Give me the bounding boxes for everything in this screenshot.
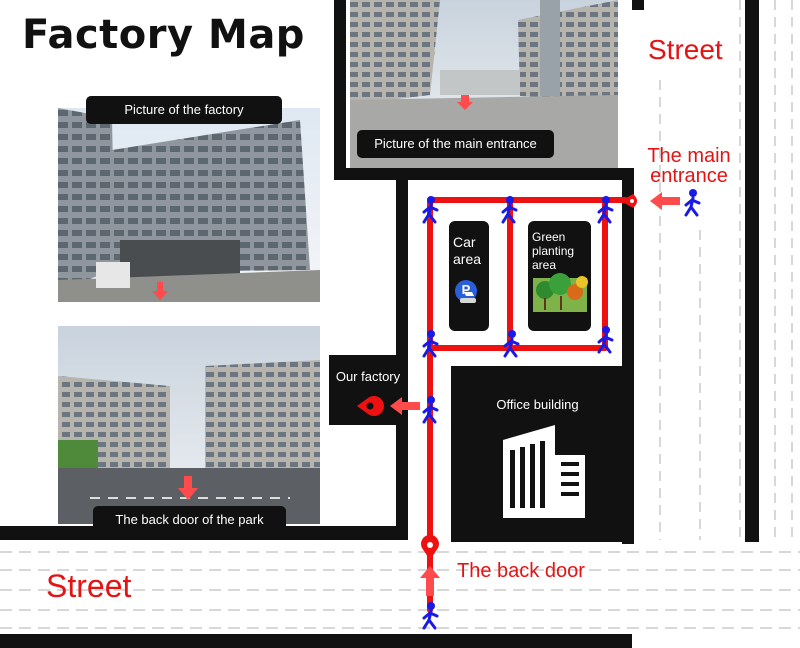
car-area-block [449,221,489,331]
car-area-label: Car area [453,234,482,267]
road-outlines [0,0,759,648]
entrance-photo-caption: Picture of the main entrance [357,130,554,158]
trees-icon [533,273,588,312]
street-label-top: Street [648,34,723,65]
our-factory-block [329,355,407,425]
back-door-label: The back door [457,560,585,582]
map-title: Factory Map [22,12,305,58]
back-door-photo-caption: The back door of the park [93,506,286,534]
office-building-label: Office building [496,397,579,412]
street-label-bottom: Street [46,568,132,604]
location-pin-icon [621,194,637,208]
direction-arrow-icon [390,192,680,596]
main-entrance-label: The main entrance [647,145,731,187]
our-factory-label: Our factory [335,369,401,384]
office-building-icon [503,425,585,518]
car-icon [455,280,477,303]
parking-sign: P [461,282,471,297]
back-door-photo [58,326,320,524]
location-pin-icon [421,534,439,560]
factory-photo [58,108,320,302]
street-dashes-right [659,0,793,540]
factory-photo-caption: Picture of the factory [86,96,282,124]
street-dashes-bottom [0,551,800,629]
location-pin-icon [357,396,384,416]
green-area-label: Green planting area [532,230,575,272]
